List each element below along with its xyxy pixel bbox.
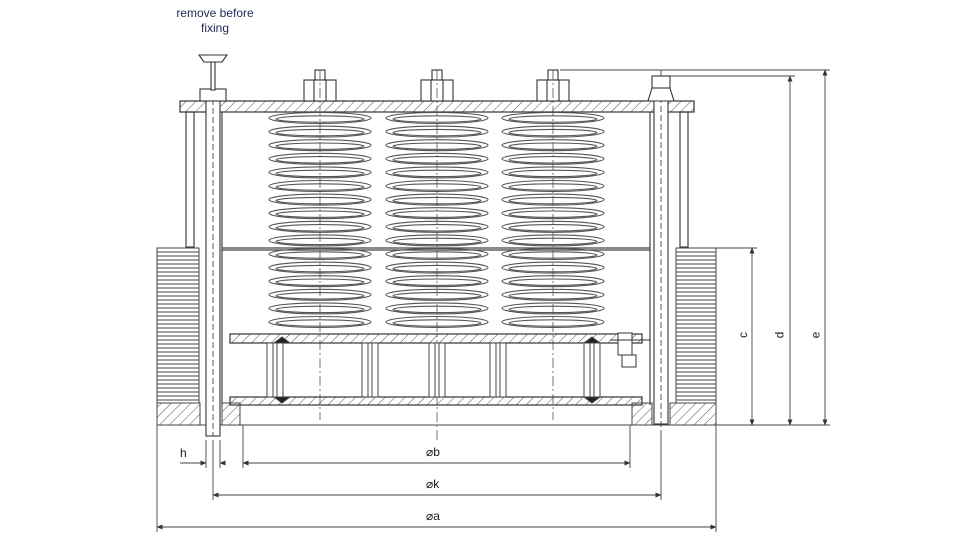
spacer-body xyxy=(266,342,284,398)
spring-coil-inner xyxy=(392,169,482,178)
spacer-columns xyxy=(266,336,602,404)
left-bolt xyxy=(197,54,229,437)
spacer xyxy=(583,342,601,398)
foundation xyxy=(156,402,717,426)
note-line-2: fixing xyxy=(200,21,229,35)
right-damper-block xyxy=(675,247,717,404)
spacer-body xyxy=(583,342,601,398)
spring-coil-inner xyxy=(392,224,482,232)
note-line-1: remove before xyxy=(176,6,254,20)
dim-h-label: h xyxy=(180,446,187,460)
dimension-lines xyxy=(156,69,830,532)
spacer-body xyxy=(428,342,446,398)
left-damper-block xyxy=(156,247,200,404)
bearing-mark xyxy=(582,336,602,344)
spacer xyxy=(428,342,446,398)
spring-nuts xyxy=(303,69,570,102)
spring-coil-inner xyxy=(508,224,598,232)
spacer xyxy=(489,342,507,398)
spacer xyxy=(361,342,379,398)
bearing-mark xyxy=(272,336,292,344)
spring-coil-inner xyxy=(508,169,598,178)
dim-k-label: ⌀k xyxy=(426,477,440,491)
spring-coil-inner xyxy=(275,224,365,232)
spring-coil-inner xyxy=(508,278,598,286)
remove-before-fixing-note: remove before fixing xyxy=(150,6,280,36)
dim-d-label: d xyxy=(772,331,787,339)
bearing-mark xyxy=(272,396,292,404)
dim-c-label: c xyxy=(736,332,750,338)
bearing-mark xyxy=(582,396,602,404)
side-adjust-screw xyxy=(610,332,650,368)
right-bolt xyxy=(647,70,675,430)
spring-coil-inner xyxy=(392,278,482,286)
spring-stack xyxy=(268,111,605,329)
spacer xyxy=(266,342,284,398)
dim-e-label: e xyxy=(808,331,823,339)
spacer-body xyxy=(361,342,379,398)
spacer-body xyxy=(489,342,507,398)
dim-b-label: ⌀b xyxy=(426,445,440,459)
spring-coil-inner xyxy=(275,278,365,286)
spring-coil-inner xyxy=(275,169,365,178)
dim-a-label: ⌀a xyxy=(426,509,440,523)
